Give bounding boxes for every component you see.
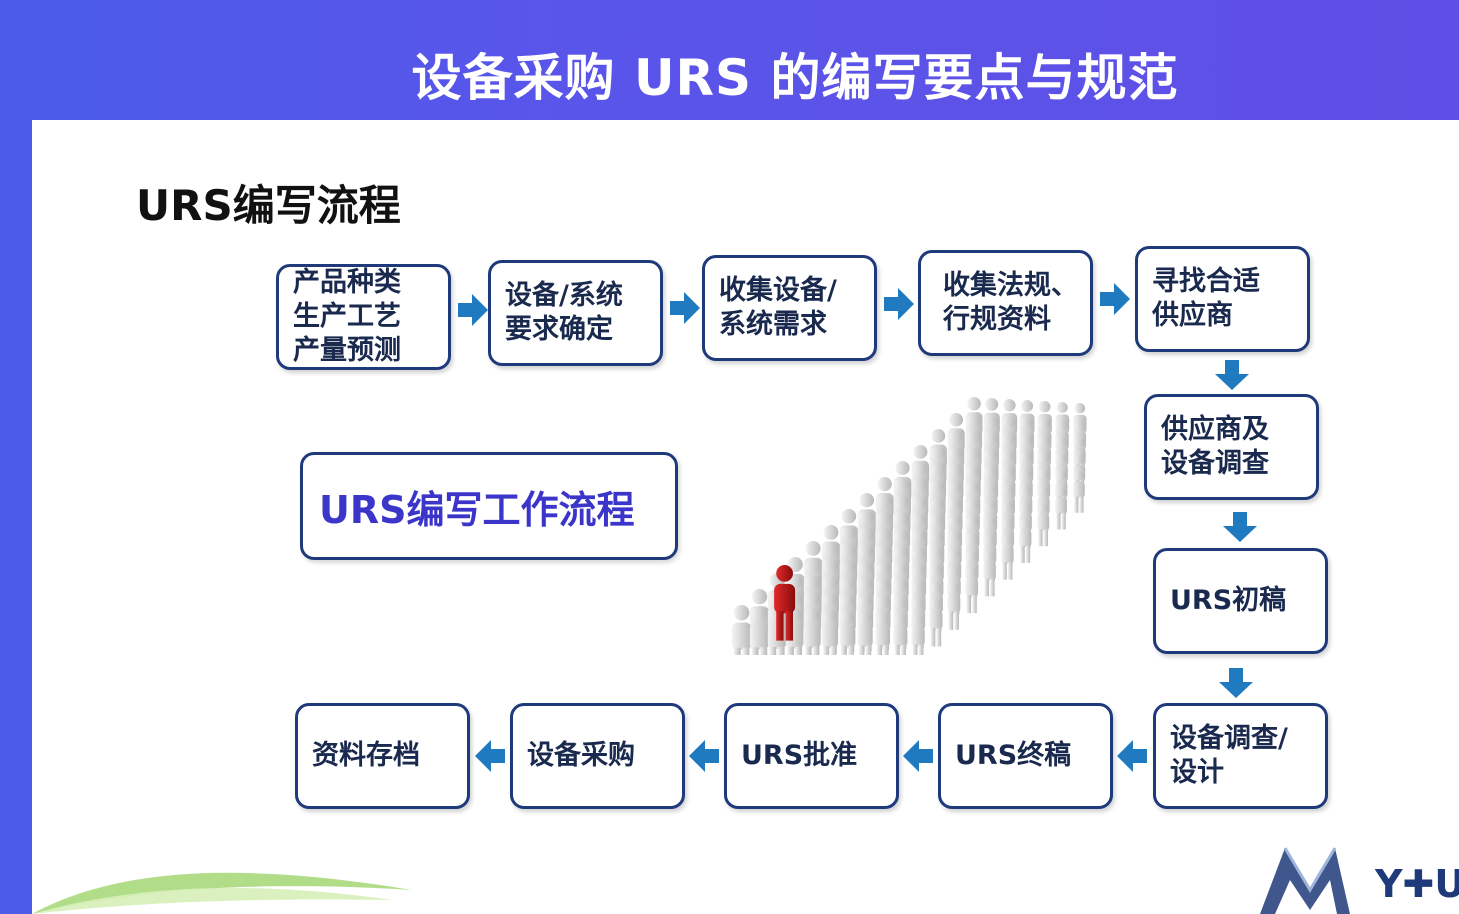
step-urs-final-box: URS终稿 [938, 703, 1113, 809]
step-procurement-box: 设备采购 [510, 703, 685, 809]
arrow-left-icon [475, 740, 505, 772]
arrow-right-icon [458, 294, 488, 326]
arrow-right-icon [1100, 283, 1130, 315]
arrow-right-icon [670, 292, 700, 324]
step-label: URS初稿 [1170, 585, 1287, 616]
workflow-label-box: URS编写工作流程 [300, 452, 678, 560]
section-title: URS编写流程 [136, 181, 401, 230]
step-supplier-survey-box: 供应商及 设备调查 [1144, 394, 1319, 500]
step-collect-needs-box: 收集设备/ 系统需求 [702, 255, 877, 361]
step-label: 供应商及 设备调查 [1161, 414, 1269, 479]
company-logo-icon [1260, 847, 1350, 914]
step-product-box: 产品种类 生产工艺 产量预测 [276, 264, 451, 370]
step-label: 收集设备/ 系统需求 [719, 275, 837, 340]
step-label: 设备调查/ 设计 [1170, 723, 1288, 788]
green-swoosh-decoration [32, 872, 412, 914]
arrow-left-icon [1117, 740, 1147, 772]
arrow-down-icon [1223, 512, 1257, 542]
slide-title: 设备采购 URS 的编写要点与规范 [411, 49, 1179, 107]
step-label: 产品种类 生产工艺 产量预测 [293, 267, 401, 366]
step-find-supplier-box: 寻找合适 供应商 [1135, 246, 1310, 352]
step-equipment-design-box: 设备调查/ 设计 [1153, 703, 1328, 809]
step-label: 设备采购 [527, 740, 635, 771]
step-archive-box: 资料存档 [295, 703, 470, 809]
arrow-down-icon [1215, 360, 1249, 390]
crowd-illustration [731, 397, 1087, 655]
step-urs-approval-box: URS批准 [724, 703, 899, 809]
step-collect-regulations-box: 收集法规、 行规资料 [918, 250, 1093, 356]
step-urs-draft-box: URS初稿 [1153, 548, 1328, 654]
arrow-left-icon [903, 740, 933, 772]
logo-text: Y✚U [1375, 862, 1459, 906]
arrow-down-icon [1219, 668, 1253, 698]
arrow-right-icon [884, 288, 914, 320]
step-label: URS批准 [741, 740, 858, 771]
step-label: 寻找合适 供应商 [1152, 266, 1260, 331]
step-requirements-box: 设备/系统 要求确定 [488, 260, 663, 366]
step-label: 设备/系统 要求确定 [505, 280, 623, 345]
step-label: 资料存档 [312, 740, 420, 771]
step-label: URS终稿 [955, 740, 1072, 771]
workflow-label: URS编写工作流程 [319, 487, 635, 532]
arrow-left-icon [689, 740, 719, 772]
step-label: 收集法规、 行规资料 [943, 270, 1078, 335]
